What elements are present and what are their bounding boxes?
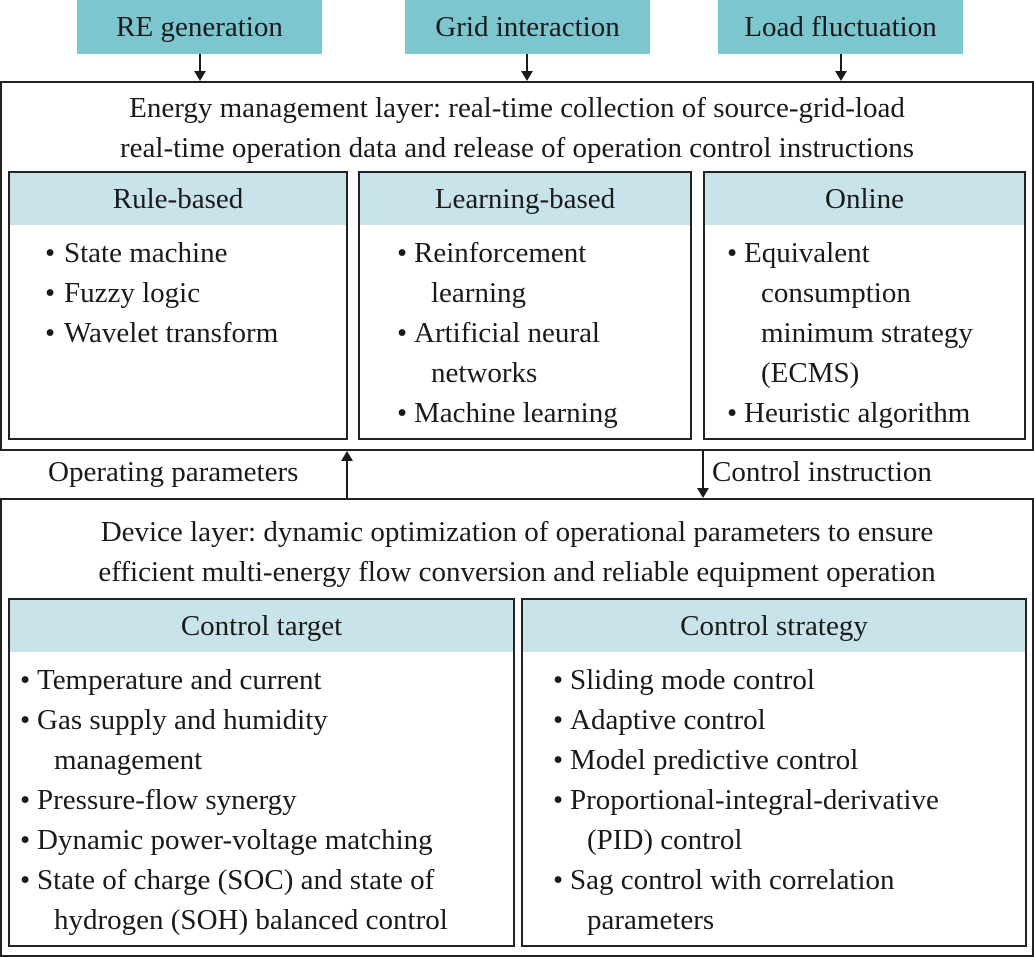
- control-instruction-arrow-head: [697, 488, 709, 498]
- device-layer-description: Device layer: dynamic optimization of op…: [2, 512, 1032, 592]
- operating-parameters-arrow-head: [341, 451, 353, 461]
- arrow-grid-interaction-head: [521, 71, 533, 81]
- panel-control-strategy: Control strategy •Sliding mode control •…: [521, 598, 1027, 947]
- list-item: •Adaptive control: [553, 704, 766, 736]
- list-item: •Model predictive control: [553, 744, 859, 776]
- panel-title: Control strategy: [523, 600, 1025, 652]
- operating-parameters-label: Operating parameters: [48, 456, 299, 488]
- list-item: •Dynamic power-voltage matching: [20, 824, 433, 856]
- device-layer-desc-line: efficient multi-energy flow conversion a…: [98, 556, 936, 588]
- list-item: •State machine: [45, 237, 228, 269]
- list-item: •Pressure-flow synergy: [20, 784, 297, 816]
- control-instruction-arrow-line: [702, 451, 704, 488]
- device-layer-desc-line: Device layer: dynamic optimization of op…: [100, 516, 934, 548]
- panel-title: Control target: [10, 600, 513, 652]
- arrow-load-fluctuation-head: [835, 71, 847, 81]
- arrow-re-generation-line: [199, 54, 201, 71]
- list-item: •Temperature and current: [20, 664, 322, 696]
- list-item: •Fuzzy logic: [45, 277, 201, 309]
- item-list: •Sliding mode control •Adaptive control …: [553, 660, 1025, 940]
- item-list: •State machine •Fuzzy logic •Wavelet tra…: [45, 233, 346, 353]
- panel-control-target: Control target •Temperature and current …: [8, 598, 515, 947]
- arrow-grid-interaction-line: [526, 54, 528, 71]
- panel-title: Rule-based: [10, 173, 346, 225]
- list-item: •Heuristic algorithm: [727, 397, 971, 429]
- control-instruction-label: Control instruction: [712, 456, 932, 488]
- panel-rule-based: Rule-based •State machine •Fuzzy logic •…: [8, 171, 348, 440]
- energy-layer-desc-line: real-time operation data and release of …: [120, 132, 914, 164]
- energy-layer-description: Energy management layer: real-time colle…: [2, 88, 1032, 168]
- arrow-re-generation-head: [194, 71, 206, 81]
- operating-parameters-arrow-line: [346, 461, 348, 498]
- panel-title: Learning-based: [360, 173, 690, 225]
- list-item: •Proportional-integral-derivative(PID) c…: [553, 784, 939, 856]
- panel-title: Online: [705, 173, 1024, 225]
- energy-layer-desc-line: Energy management layer: real-time colle…: [129, 92, 905, 124]
- input-re-generation: RE generation: [77, 0, 322, 54]
- list-item: •Sliding mode control: [553, 664, 815, 696]
- item-list: •Temperature and current •Gas supply and…: [20, 660, 513, 940]
- list-item: •Wavelet transform: [45, 317, 279, 349]
- arrow-load-fluctuation-line: [840, 54, 842, 71]
- list-item: •Machine learning: [397, 397, 618, 429]
- input-load-fluctuation: Load fluctuation: [718, 0, 963, 54]
- input-grid-interaction: Grid interaction: [405, 0, 650, 54]
